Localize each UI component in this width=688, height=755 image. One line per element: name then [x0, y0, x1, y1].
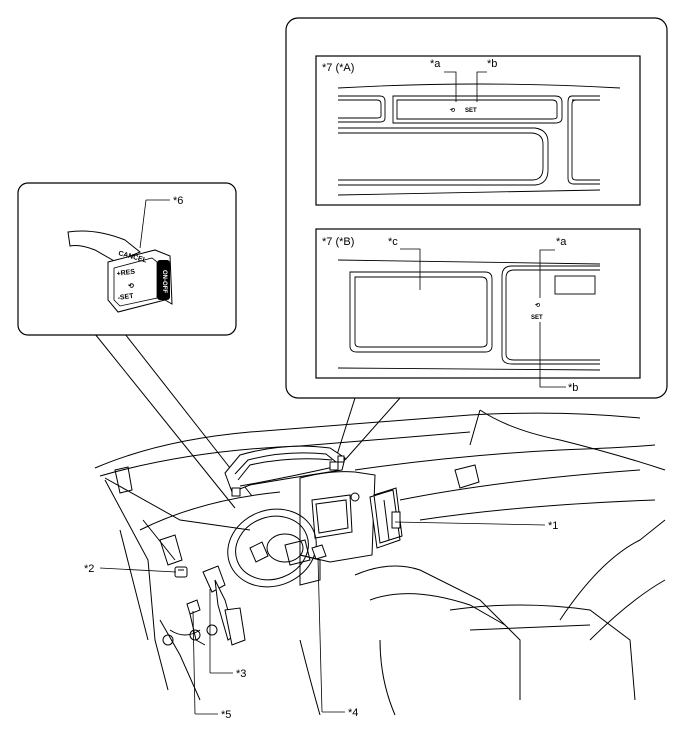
switch-detail-box: CANCEL +RES ⟲ -SET ON-OFF: [17, 182, 237, 336]
res-switch-label: +RES: [116, 268, 136, 278]
brake-pedal-switch: [186, 599, 206, 646]
label-5: *5: [221, 709, 231, 721]
label-4: *4: [348, 707, 358, 719]
label-b-view-a: *b: [487, 58, 497, 70]
meter-detail-box: *7 (*A) *a *b ⟲ SET *7 (*B) *c: [285, 17, 668, 399]
vehicle-interior-illustration: [94, 409, 666, 716]
cruise-icon: ⟲: [128, 283, 134, 290]
callout-pointer-meter: [335, 397, 401, 461]
cruise-indicator-icon-view-a: ⟲: [450, 107, 456, 114]
combination-meter: [224, 445, 346, 497]
view-a-title: *7 (*A): [322, 62, 354, 74]
label-a-view-b: *a: [556, 236, 567, 248]
view-b-title: *7 (*B): [322, 236, 354, 248]
set-indicator-view-a: SET: [465, 108, 477, 114]
set-switch-label: -SET: [117, 293, 134, 302]
ecu-module: [369, 487, 403, 549]
label-c-view-b: *c: [388, 236, 398, 248]
label-2: *2: [84, 563, 94, 575]
cruise-switch-assembly: [249, 539, 327, 566]
meter-view-b: *7 (*B) *c *a *b ⟲ SET: [315, 228, 641, 394]
meter-view-a: *7 (*A) *a *b ⟲ SET: [315, 55, 641, 206]
cruise-indicator-icon-view-b: ⟲: [535, 302, 541, 309]
label-b-view-b: *b: [568, 382, 578, 394]
set-indicator-view-b: SET: [531, 315, 543, 321]
label-1: *1: [548, 520, 558, 532]
leader-lines: [99, 521, 546, 715]
label-6: *6: [173, 195, 183, 207]
label-3: *3: [236, 668, 246, 680]
onoff-switch-label: ON-OFF: [161, 270, 167, 293]
accelerator-pedal: [202, 565, 246, 646]
stop-light-switch: [174, 566, 188, 578]
label-a-view-a: *a: [430, 58, 441, 70]
